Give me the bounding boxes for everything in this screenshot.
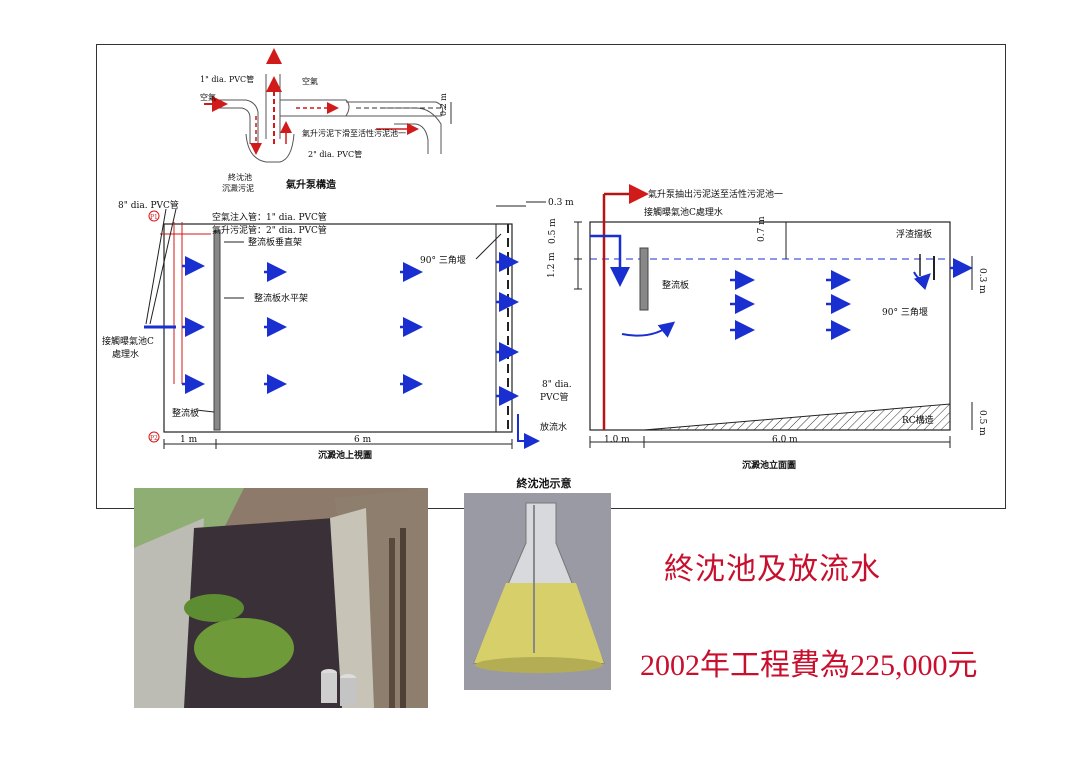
plan-vertical-frame-label: 整流板垂直架: [248, 236, 302, 248]
plan-outflow-label: 放流水: [540, 421, 567, 433]
airlift-pipe2-label: 2" dia. PVC管: [308, 149, 362, 159]
airlift-caption: 氣升泵構造: [286, 178, 337, 191]
elev-dim-07: 0.7 m: [757, 216, 767, 242]
plan-pvc8-top-label: 8" dia. PVC管: [118, 199, 179, 211]
elev-scum-board-label: 浮渣擋板: [896, 228, 932, 240]
flask-photo-caption: 終沈池示意: [516, 477, 572, 490]
effluent-flask-photo: [464, 493, 611, 690]
p1-label: P1: [150, 214, 158, 221]
plan-sludge-pipe-label: 氣升污泥管：2" dia. PVC管: [212, 224, 327, 236]
airlift-sludge2-label: 沉澱污泥: [222, 183, 254, 193]
rc-slope: [643, 403, 951, 431]
plan-dim-6m: 6 m: [354, 435, 372, 445]
plan-pvc8-bottom2-label: PVC管: [540, 391, 568, 403]
airlift-sludge-label: 終沈池: [228, 172, 252, 182]
elev-dim-10: 1.0 m: [604, 435, 630, 445]
elev-weir-label: 90° 三角堰: [882, 306, 928, 318]
elev-dim-05-top: 0.5 m: [548, 218, 558, 244]
elevation-view: 氣升泵抽出污泥送至活性污泥池一 接觸曝氣池C處理水 浮渣擋板 整流板 90° 三…: [547, 184, 987, 471]
elev-dim-03: 0.3 m: [977, 268, 987, 294]
plan-inflow-label: 接觸曝氣池C: [102, 335, 154, 347]
elev-rc-label: RC構造: [902, 414, 934, 426]
elev-dim-60: 6.0 m: [772, 435, 798, 445]
elev-dim-12: 1.2 m: [547, 252, 557, 278]
plan-dim-1m: 1 m: [180, 435, 198, 445]
airlift-pipe1-label: 1" dia. PVC管: [200, 74, 254, 84]
air-inlet-pipe: [216, 99, 259, 144]
plan-view: P1 P2 8" dia. PVC管 空氣注入管：1" dia. PVC管 氣升…: [102, 198, 574, 461]
elev-baffle-label: 整流板: [662, 279, 689, 291]
elev-dim-05-bot: 0.5 m: [977, 410, 987, 436]
airlift-pump-detail: 1" dia. PVC管 空氣 空氣 氣升污泥下滑至活性污泥池一 2" dia.…: [200, 48, 452, 193]
plan-baffle: [213, 229, 221, 431]
airlift-dim-label: 0.2 m: [439, 93, 448, 116]
plan-dim-03: 0.3 m: [548, 198, 574, 208]
airlift-air-in-label: 空氣: [200, 92, 216, 102]
elev-caption: 沉澱池立面圖: [742, 459, 796, 471]
plan-inflow2-label: 處理水: [112, 348, 139, 360]
construction-cost: 2002年工程費為225,000元: [640, 649, 978, 682]
sedimentation-tank-diagram: 1" dia. PVC管 空氣 空氣 氣升污泥下滑至活性污泥池一 2" dia.…: [102, 48, 987, 471]
plan-air-pipe-label: 空氣注入管：1" dia. PVC管: [212, 211, 327, 223]
plan-weir-label: 90° 三角堰: [420, 254, 466, 266]
p2-label: P2: [150, 435, 158, 442]
plan-pvc8-bottom-label: 8" dia.: [542, 380, 572, 390]
clarifier-photo: [134, 488, 428, 708]
elev-inflow-label: 接觸曝氣池C處理水: [644, 206, 723, 218]
slide-title: 終沈池及放流水: [664, 552, 881, 587]
elev-airlift-note: 氣升泵抽出污泥送至活性污泥池一: [648, 188, 783, 200]
airlift-note-label: 氣升污泥下滑至活性污泥池一: [302, 128, 406, 138]
airlift-air-out-label: 空氣: [302, 76, 318, 86]
plan-baffle-label: 整流板: [172, 407, 199, 419]
plan-caption: 沉澱池上視圖: [318, 449, 372, 461]
elevation-baffle: [639, 247, 649, 311]
plan-horizontal-frame-label: 整流板水平架: [254, 292, 308, 304]
